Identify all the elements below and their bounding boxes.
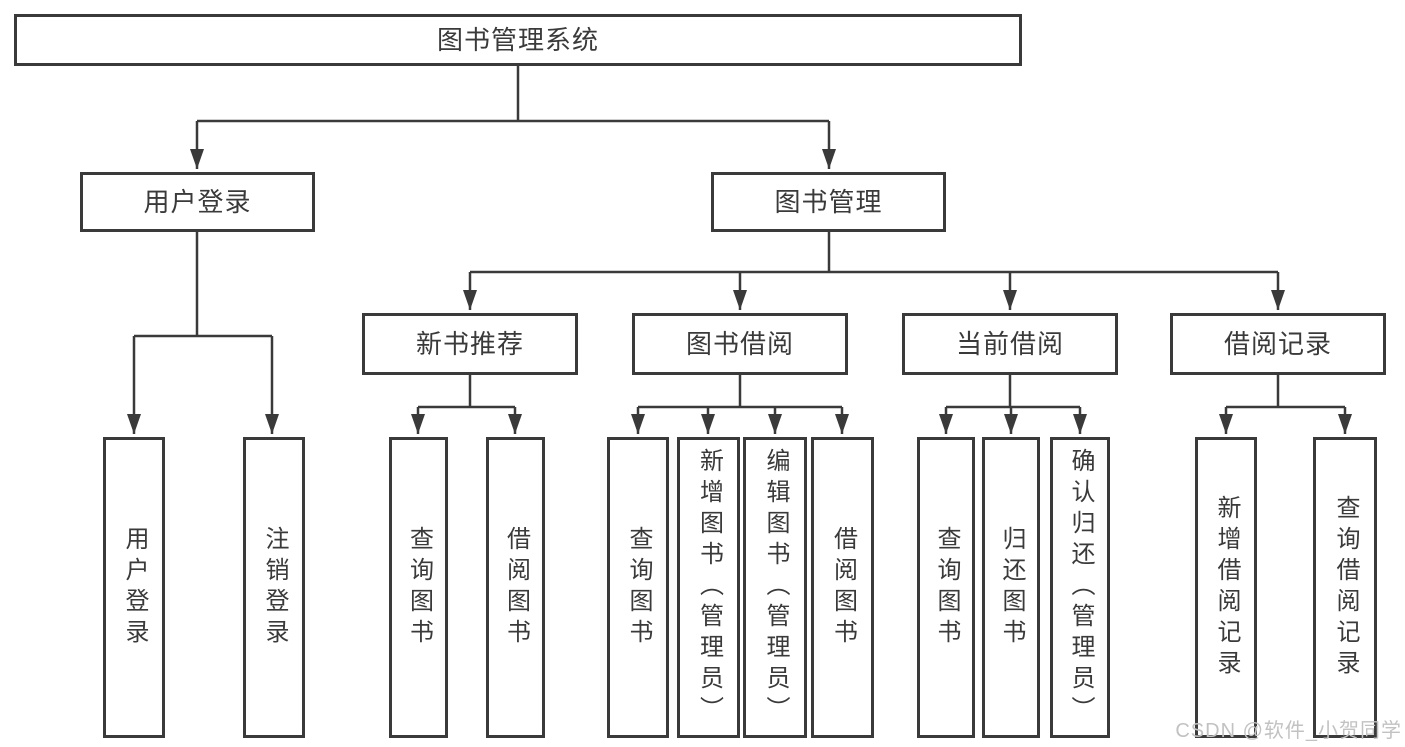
leaf-logout: 注销登录	[243, 437, 305, 738]
leaf-edit-book-admin: 编辑图书（管理员）	[743, 437, 807, 738]
leaf-user-login-label: 用户登录	[121, 525, 148, 650]
leaf-rec-borrow-book-label: 借阅图书	[502, 525, 530, 650]
node-user-login: 用户登录	[80, 172, 315, 232]
leaf-current-query-book: 查询图书	[917, 437, 975, 738]
leaf-rec-borrow-book: 借阅图书	[486, 437, 545, 738]
leaf-borrow-query-book: 查询图书	[607, 437, 669, 738]
node-book-borrowing: 图书借阅	[632, 313, 848, 375]
leaf-query-borrow-record-label: 查询借阅记录	[1332, 494, 1359, 681]
leaf-user-login: 用户登录	[103, 437, 165, 738]
connector-records-rail	[1226, 375, 1345, 409]
node-borrow-records-label: 借阅记录	[1223, 329, 1332, 359]
leaf-add-borrow-record: 新增借阅记录	[1195, 437, 1257, 738]
connector-borrow-rail	[638, 375, 842, 409]
leaf-return-book-label: 归还图书	[998, 525, 1025, 650]
node-borrow-records: 借阅记录	[1170, 313, 1386, 375]
node-root-label: 图书管理系统	[436, 25, 599, 55]
leaf-borrow-borrow-book-label: 借阅图书	[829, 525, 857, 650]
leaf-borrow-query-book-label: 查询图书	[625, 525, 652, 650]
leaf-add-borrow-record-label: 新增借阅记录	[1213, 494, 1240, 681]
node-current-borrowing-label: 当前借阅	[955, 329, 1064, 359]
connector-login-rail	[134, 232, 272, 338]
leaf-rec-query-book-label: 查询图书	[405, 525, 433, 650]
node-new-book-recommend-label: 新书推荐	[415, 329, 524, 359]
leaf-rec-query-book: 查询图书	[389, 437, 448, 738]
node-book-management: 图书管理	[711, 172, 946, 232]
connector-root-rail	[197, 66, 829, 123]
connector-rec-rail	[418, 375, 515, 409]
node-book-borrowing-label: 图书借阅	[685, 329, 794, 359]
leaf-borrow-borrow-book: 借阅图书	[811, 437, 874, 738]
leaf-confirm-return-admin-label: 确认归还（管理员）	[1067, 448, 1094, 727]
leaf-add-book-admin: 新增图书（管理员）	[677, 437, 740, 738]
node-new-book-recommend: 新书推荐	[362, 313, 578, 375]
leaf-confirm-return-admin: 确认归还（管理员）	[1050, 437, 1110, 738]
leaf-edit-book-admin-label: 编辑图书（管理员）	[762, 448, 789, 727]
connector-mgmt-rail	[470, 232, 1278, 274]
node-user-login-label: 用户登录	[143, 187, 252, 217]
csdn-watermark: CSDN @软件_小贺同学	[1175, 720, 1402, 742]
node-book-management-label: 图书管理	[774, 187, 883, 217]
connector-current-rail	[946, 375, 1080, 409]
leaf-add-book-admin-label: 新增图书（管理员）	[695, 448, 723, 727]
leaf-current-query-book-label: 查询图书	[933, 525, 960, 650]
node-root: 图书管理系统	[14, 14, 1022, 66]
leaf-query-borrow-record: 查询借阅记录	[1313, 437, 1377, 738]
node-current-borrowing: 当前借阅	[902, 313, 1118, 375]
leaf-logout-label: 注销登录	[261, 525, 288, 650]
leaf-return-book: 归还图书	[982, 437, 1040, 738]
